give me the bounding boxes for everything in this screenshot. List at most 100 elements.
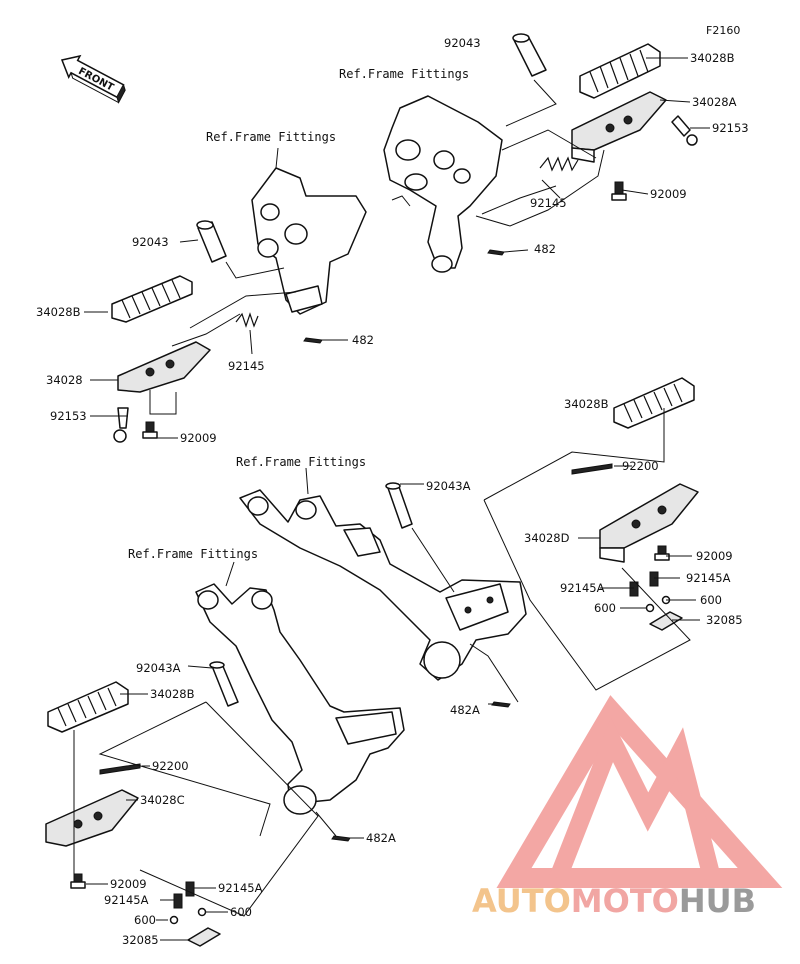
front-right-bracket xyxy=(383,95,503,269)
front-right-spring xyxy=(539,156,579,172)
rear-left-ball xyxy=(169,915,179,925)
front-right-bolt-92009 xyxy=(611,181,627,201)
rear-left-rubber-peg xyxy=(47,681,129,733)
part-label: 92145A xyxy=(686,571,731,585)
front-right-assembly: Ref.Frame Fittings 92043 34028B 34028A 9… xyxy=(339,33,749,273)
front-right-footrest xyxy=(571,91,667,163)
front-left-assembly: Ref.Frame Fittings 92043 34028B 34028 92… xyxy=(36,130,374,445)
ref-label: Ref.Frame Fittings xyxy=(128,547,258,561)
part-label: 32085 xyxy=(122,933,159,947)
part-label: 600 xyxy=(134,913,156,927)
bracket-hole xyxy=(395,139,421,161)
part-label: 92153 xyxy=(712,121,749,135)
watermark-logo xyxy=(496,695,783,888)
rear-right-spring-b xyxy=(649,571,659,587)
part-label: 92009 xyxy=(110,877,147,891)
watermark-auto: AUTO xyxy=(472,882,571,920)
front-left-spring xyxy=(235,312,259,328)
rear-right-rubber-peg xyxy=(613,377,695,429)
part-label: 34028A xyxy=(692,95,737,109)
part-label: 92009 xyxy=(650,187,687,201)
part-label: 600 xyxy=(594,601,616,615)
rear-left-washer-92200 xyxy=(99,763,141,775)
rear-right-ball xyxy=(645,603,655,613)
rear-right-assembly: Ref.Frame Fittings 34028B 92200 92043A 3… xyxy=(236,377,743,717)
bracket-hole xyxy=(404,173,428,191)
part-label: 34028B xyxy=(690,51,735,65)
part-label: 92153 xyxy=(50,409,87,423)
part-label: 92043 xyxy=(132,235,169,249)
part-label: 92043A xyxy=(426,479,471,493)
part-label: 32085 xyxy=(706,613,743,627)
part-label: 92043A xyxy=(136,661,181,675)
ref-label: Ref.Frame Fittings xyxy=(206,130,336,144)
front-left-cotter-pin xyxy=(303,337,323,344)
part-label: 92145A xyxy=(218,881,263,895)
front-left-pin xyxy=(196,220,227,263)
leader xyxy=(84,147,348,439)
part-label: 34028 xyxy=(46,373,83,387)
diagram-code: F2160 xyxy=(706,24,740,37)
part-label: 34028B xyxy=(150,687,195,701)
leader xyxy=(475,57,710,253)
rear-left-pin xyxy=(209,661,239,707)
rear-left-bolt-92009 xyxy=(70,873,86,889)
ref-label: Ref.Frame Fittings xyxy=(236,455,366,469)
part-label: 482 xyxy=(352,333,374,347)
rear-right-pivot-boss xyxy=(423,641,461,679)
bracket-pivot xyxy=(431,255,453,273)
rear-left-assembly: Ref.Frame Fittings 92043A 34028B 92200 3… xyxy=(45,547,405,947)
bracket-hole xyxy=(453,168,471,184)
part-label: 92145A xyxy=(104,893,149,907)
part-label: 92200 xyxy=(622,459,659,473)
front-left-bolt-92009 xyxy=(142,421,158,439)
front-left-footrest xyxy=(117,341,211,393)
part-label: 92043 xyxy=(444,36,481,50)
part-label: 482 xyxy=(534,242,556,256)
front-right-pin xyxy=(512,33,547,77)
part-label: 92200 xyxy=(152,759,189,773)
rear-right-bolt-92009 xyxy=(654,545,670,561)
part-label: 600 xyxy=(230,905,252,919)
part-label: 92145 xyxy=(228,359,265,373)
front-right-bolt xyxy=(671,115,698,146)
rear-right-plate xyxy=(649,611,683,631)
part-label: 34028B xyxy=(36,305,81,319)
rear-left-pivot-boss xyxy=(283,785,317,815)
part-label: 600 xyxy=(700,593,722,607)
front-arrow-icon: FRONT xyxy=(60,54,126,104)
rear-right-washer-92200 xyxy=(571,463,613,475)
part-label: 34028C xyxy=(140,793,185,807)
rear-left-bracket xyxy=(195,583,405,805)
logo-m-stroke xyxy=(549,717,721,882)
part-label: 92145A xyxy=(560,581,605,595)
rear-left-spring-b xyxy=(185,881,195,897)
front-left-bracket xyxy=(251,167,367,315)
front-right-rubber-peg xyxy=(579,43,661,99)
front-right-cotter-pin xyxy=(487,249,505,256)
bracket-hole xyxy=(433,150,455,170)
watermark-moto: MOTO xyxy=(571,882,679,920)
rear-left-footrest xyxy=(45,789,139,847)
front-left-rubber-peg xyxy=(111,275,193,323)
part-label: 34028D xyxy=(524,531,570,545)
bracket-tab xyxy=(391,195,411,207)
part-label: 482A xyxy=(366,831,396,845)
rear-left-cotter-pin xyxy=(331,835,351,842)
front-left-bolt xyxy=(113,407,129,443)
ref-label: Ref.Frame Fittings xyxy=(339,67,469,81)
rear-left-plate xyxy=(187,927,221,947)
rear-left-ball xyxy=(197,907,207,917)
part-label: 92009 xyxy=(180,431,217,445)
part-label: 92009 xyxy=(696,549,733,563)
rear-right-pin xyxy=(385,482,413,529)
watermark-hub: HUB xyxy=(679,882,756,920)
watermark-text: AUTOMOTOHUB xyxy=(472,882,756,920)
leader xyxy=(73,561,364,941)
part-label: 34028B xyxy=(564,397,609,411)
rear-left-spring-a xyxy=(173,893,183,909)
rear-right-bracket xyxy=(239,489,527,681)
rear-right-footrest xyxy=(599,483,699,563)
